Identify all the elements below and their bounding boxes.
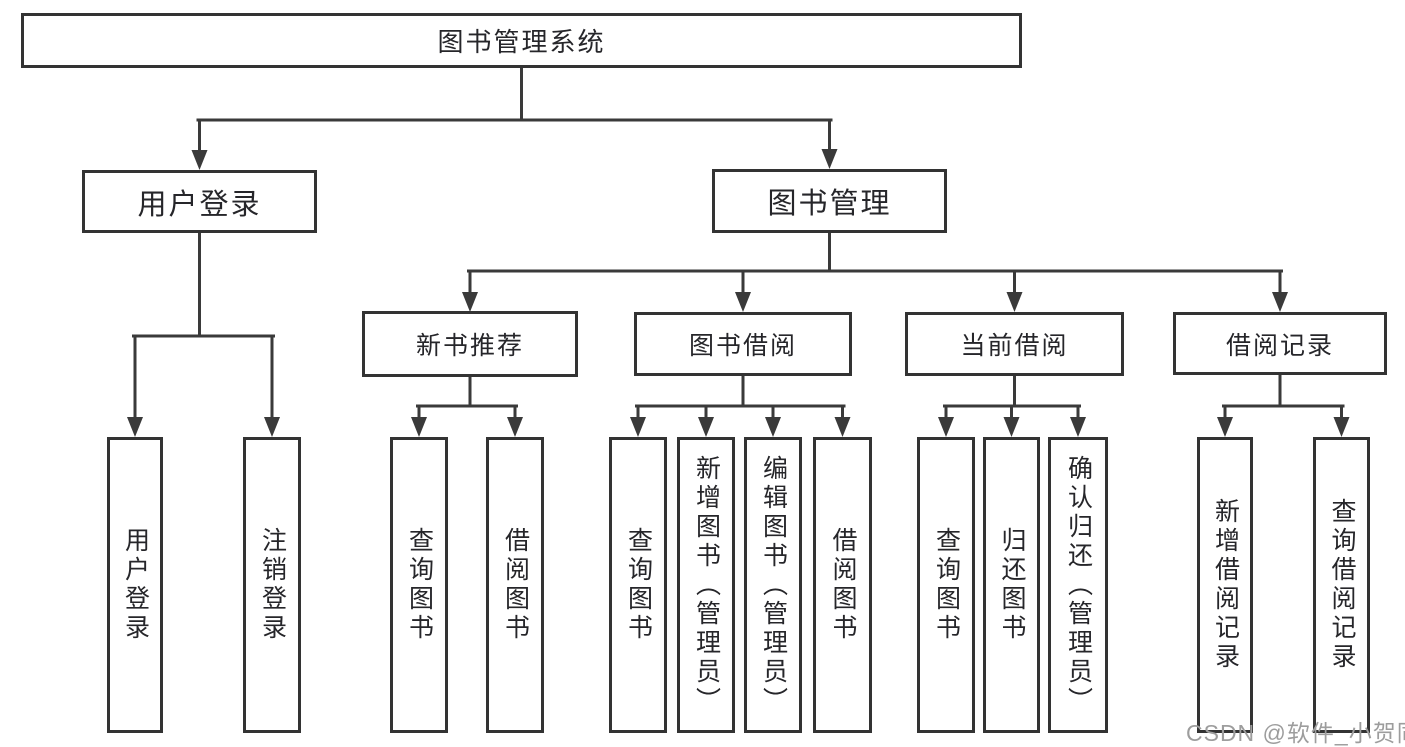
leaf-bb-borrow-books-label: 借阅图书: [829, 527, 857, 643]
node-root-label: 图书管理系统: [437, 27, 606, 57]
leaf-bb-add-books-admin-label: 新增图书（管理员）: [692, 454, 721, 716]
node-user-login-label: 用户登录: [137, 188, 262, 221]
leaf-bb-borrow-books: 借阅图书: [813, 437, 872, 733]
node-book-borrow: 图书借阅: [634, 312, 852, 376]
node-current-borrow-label: 当前借阅: [960, 332, 1069, 360]
node-root: 图书管理系统: [21, 13, 1022, 68]
leaf-cb-return-books: 归还图书: [983, 437, 1040, 733]
leaf-nb-query-books: 查询图书: [390, 437, 448, 733]
node-borrow-records-label: 借阅记录: [1225, 331, 1334, 360]
leaf-bb-query-books: 查询图书: [609, 437, 667, 733]
leaf-nb-borrow-books-label: 借阅图书: [501, 527, 530, 643]
node-new-book-recommend-label: 新书推荐: [415, 332, 524, 360]
leaf-user-login: 用户登录: [107, 437, 163, 733]
leaf-cb-query-books: 查询图书: [917, 437, 975, 733]
leaf-cb-query-books-label: 查询图书: [932, 527, 961, 643]
node-borrow-records: 借阅记录: [1173, 312, 1387, 375]
csdn-watermark: CSDN @软件_小贺同学: [1186, 720, 1405, 746]
leaf-br-add-borrow-record-label: 新增借阅记录: [1211, 498, 1240, 672]
leaf-nb-query-books-label: 查询图书: [405, 527, 434, 643]
leaf-logout-label: 注销登录: [258, 527, 287, 643]
node-new-book-recommend: 新书推荐: [362, 311, 578, 377]
leaf-bb-query-books-label: 查询图书: [624, 527, 653, 643]
node-book-management-label: 图书管理: [767, 188, 892, 220]
leaf-user-login-label: 用户登录: [121, 527, 150, 643]
leaf-logout: 注销登录: [243, 437, 301, 733]
leaf-br-query-borrow-record: 查询借阅记录: [1313, 437, 1370, 733]
node-user-login: 用户登录: [82, 170, 317, 233]
leaf-bb-edit-books-admin-label: 编辑图书（管理员）: [759, 454, 788, 716]
leaf-cb-return-books-label: 归还图书: [998, 527, 1026, 643]
leaf-cb-confirm-return-admin-label: 确认归还（管理员）: [1064, 454, 1093, 716]
leaf-bb-add-books-admin: 新增图书（管理员）: [677, 437, 735, 733]
leaf-br-query-borrow-record-label: 查询借阅记录: [1328, 498, 1356, 672]
leaf-br-add-borrow-record: 新增借阅记录: [1197, 437, 1253, 733]
node-current-borrow: 当前借阅: [905, 312, 1124, 376]
node-book-borrow-label: 图书借阅: [688, 332, 797, 360]
leaf-bb-edit-books-admin: 编辑图书（管理员）: [744, 437, 802, 733]
node-book-management: 图书管理: [712, 169, 947, 233]
leaf-cb-confirm-return-admin: 确认归还（管理员）: [1048, 437, 1108, 733]
leaf-nb-borrow-books: 借阅图书: [486, 437, 544, 733]
